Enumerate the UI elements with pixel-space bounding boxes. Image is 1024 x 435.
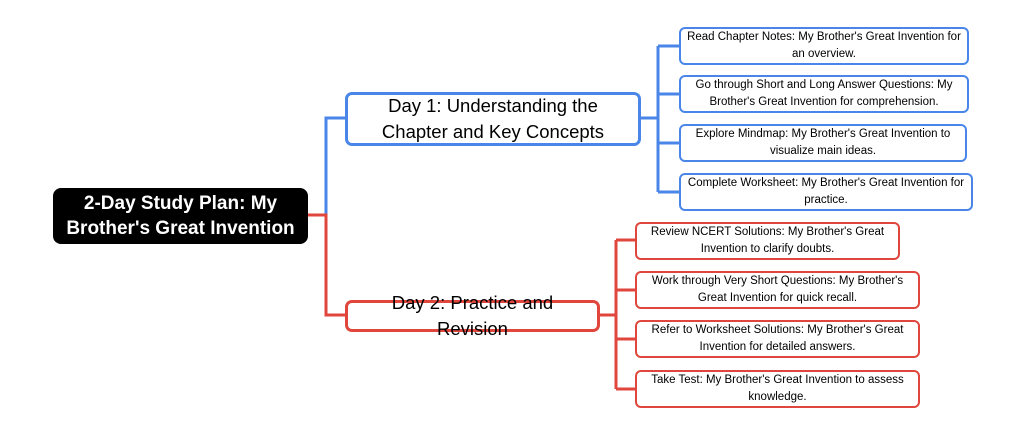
connector-root-day2: [307, 213, 346, 317]
day1-node: Day 1: Understanding the Chapter and Key…: [345, 92, 641, 146]
day2-task: Review NCERT Solutions: My Brother's Gre…: [635, 222, 900, 260]
root-node: 2-Day Study Plan: My Brother's Great Inv…: [53, 188, 308, 244]
task-label: Refer to Worksheet Solutions: My Brother…: [651, 324, 904, 353]
task-label: Work through Very Short Questions: My Br…: [651, 275, 904, 304]
day2-node: Day 2: Practice and Revision: [345, 292, 600, 339]
day1-label: Day 1: Understanding the Chapter and Key…: [381, 95, 605, 142]
task-label: Explore Mindmap: My Brother's Great Inve…: [695, 128, 951, 157]
day2-task: Refer to Worksheet Solutions: My Brother…: [635, 320, 920, 358]
root-label: 2-Day Study Plan: My Brother's Great Inv…: [66, 193, 295, 239]
day1-task: Explore Mindmap: My Brother's Great Inve…: [679, 124, 967, 162]
day2-label: Day 2: Practice and Revision: [391, 292, 554, 339]
day2-task: Work through Very Short Questions: My Br…: [635, 271, 920, 309]
day1-task: Go through Short and Long Answer Questio…: [679, 75, 969, 113]
task-label: Go through Short and Long Answer Questio…: [695, 79, 953, 108]
task-label: Take Test: My Brother's Great Invention …: [651, 374, 904, 403]
day1-task: Complete Worksheet: My Brother's Great I…: [679, 173, 973, 211]
connector-root-day1: [307, 116, 346, 217]
task-label: Review NCERT Solutions: My Brother's Gre…: [650, 226, 885, 255]
connector-day1-tasks: [640, 44, 680, 194]
task-label: Complete Worksheet: My Brother's Great I…: [687, 177, 965, 206]
connector-day2-tasks: [599, 238, 636, 391]
day1-task: Read Chapter Notes: My Brother's Great I…: [679, 27, 969, 65]
day2-task: Take Test: My Brother's Great Invention …: [635, 370, 920, 408]
task-label: Read Chapter Notes: My Brother's Great I…: [687, 31, 961, 60]
